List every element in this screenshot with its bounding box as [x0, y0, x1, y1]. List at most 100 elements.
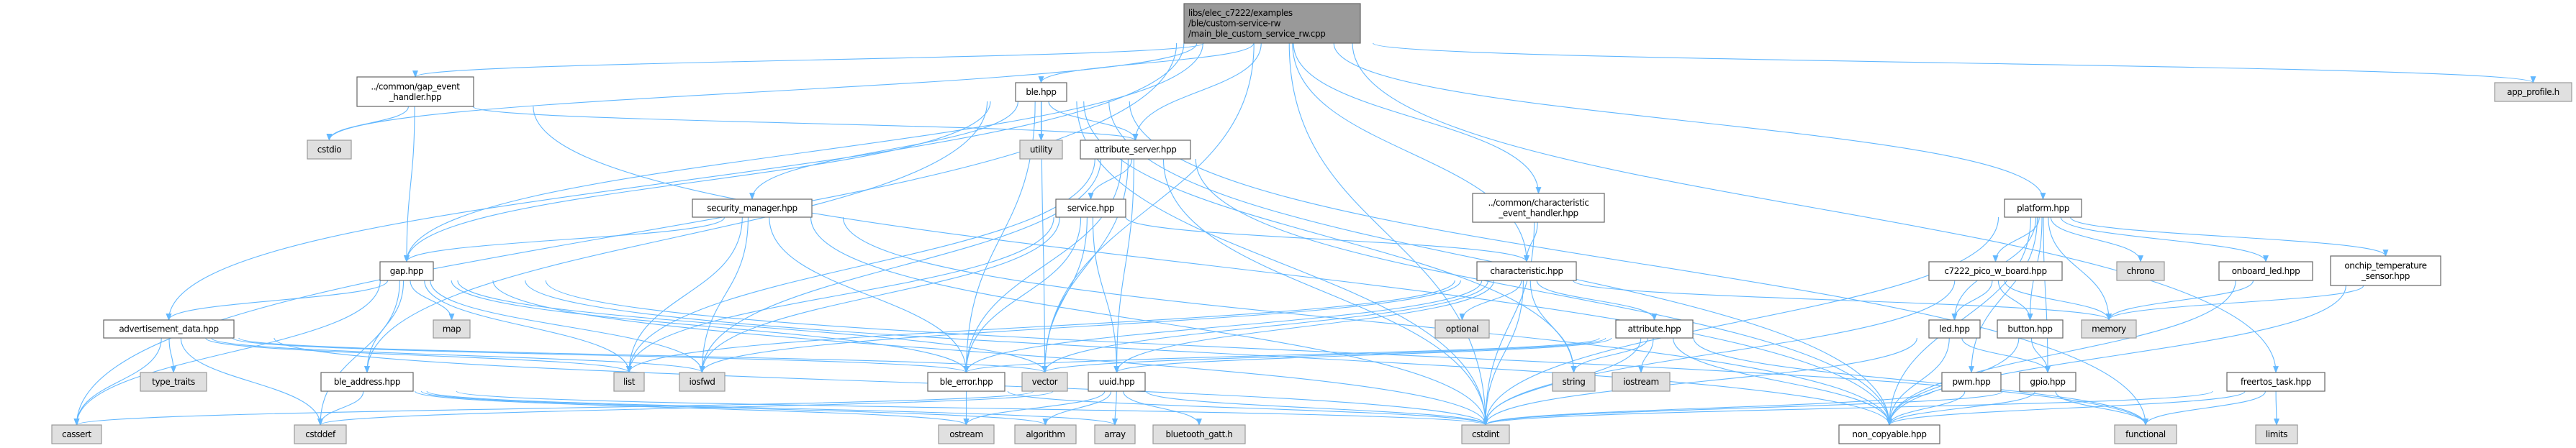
edge-gap_event_handler-to-gap	[404, 106, 415, 262]
node-main[interactable]: libs/elec_c7222/examples/ble/custom-serv…	[1183, 3, 1361, 44]
node-advertisement_data[interactable]: advertisement_data.hpp	[103, 319, 235, 339]
node-ble[interactable]: ble.hpp	[1015, 82, 1067, 102]
node-type_traits: type_traits	[140, 372, 207, 392]
edge-security_manager-to-cstdint	[810, 216, 1488, 426]
node-label: ../common/characteristic	[1488, 198, 1588, 208]
node-label: /ble/custom-service-rw	[1188, 19, 1281, 29]
edge-characteristic-to-vector	[1041, 280, 1488, 373]
node-label: platform.hpp	[2017, 204, 2069, 214]
node-label: security_manager.hpp	[707, 204, 797, 214]
edge-ble-to-functional	[1129, 101, 2148, 426]
node-box	[1055, 198, 1126, 218]
node-gap_event_handler[interactable]: ../common/gap_event_handler.hpp	[356, 76, 474, 107]
node-box	[2255, 424, 2298, 444]
edge-advertisement_data-to-vector	[238, 337, 1048, 373]
edge-main-to-cstdio	[326, 42, 1198, 141]
edge-service-to-vector	[1041, 216, 1088, 373]
node-label: vector	[1032, 377, 1058, 387]
edge-attribute_server-to-ble_error	[963, 158, 1123, 373]
edge-c7222_pico-to-button	[1997, 280, 2033, 321]
edge-freertos_task-to-cstdint	[1483, 390, 2213, 426]
edge-main-to-attribute_server	[1132, 42, 1262, 141]
node-label: freertos_task.hpp	[2241, 377, 2311, 387]
edge-security_manager-to-iosfwd	[699, 216, 749, 373]
node-iostream: iostream	[1612, 372, 1671, 392]
edge-security_manager-to-ble_error	[769, 216, 970, 373]
node-onboard_led[interactable]: onboard_led.hpp	[2218, 261, 2313, 281]
node-label: onboard_led.hpp	[2232, 266, 2300, 276]
edge-attribute-to-iostream	[1638, 337, 1654, 373]
edge-led-to-gpio	[1961, 337, 2051, 373]
node-label: non_copyable.hpp	[1852, 429, 1926, 439]
node-ostream: ostream	[938, 424, 995, 444]
edge-main-to-freertos_task	[1352, 42, 2279, 373]
node-non_copyable[interactable]: non_copyable.hpp	[1838, 424, 1940, 444]
edge-onboard_led-to-memory	[2106, 280, 2254, 321]
node-c7222_pico[interactable]: c7222_pico_w_board.hpp	[1928, 261, 2063, 281]
node-button[interactable]: button.hpp	[1997, 319, 2064, 339]
node-label: libs/elec_c7222/examples	[1188, 8, 1293, 18]
edge-uuid-to-array	[1112, 390, 1118, 426]
edge-gap_event_handler-to-attribute_server	[472, 106, 1139, 141]
node-label: functional	[2125, 429, 2166, 439]
edge-main-to-gap_event_handler	[412, 42, 1204, 78]
node-box	[1612, 372, 1671, 392]
edge-advertisement_data-to-ble_error	[232, 337, 970, 373]
edge-gap-to-non_copyable	[525, 280, 1892, 426]
node-cstdint: cstdint	[1461, 424, 1510, 444]
edge-characteristic-to-attribute	[1536, 280, 1658, 321]
node-box	[140, 372, 207, 392]
edge-c7222_pico-to-led	[1951, 280, 1993, 321]
edge-security_manager-to-non_copyable	[842, 216, 1892, 426]
node-bluetooth_gatt: bluetooth_gatt.h	[1152, 424, 1246, 444]
node-label: pwm.hpp	[1953, 377, 1991, 387]
node-characteristic[interactable]: characteristic.hpp	[1476, 261, 1577, 281]
edge-onchip_temp-to-memory	[2106, 285, 2364, 321]
edge-platform-to-memory	[2048, 216, 2112, 321]
node-platform[interactable]: platform.hpp	[2004, 198, 2082, 218]
node-label: button.hpp	[2007, 324, 2052, 334]
node-ble_address[interactable]: ble_address.hpp	[320, 372, 414, 392]
node-label: iosfwd	[690, 377, 715, 387]
edge-service-to-iosfwd	[699, 216, 1060, 373]
node-box	[294, 424, 347, 444]
node-attribute[interactable]: attribute.hpp	[1615, 319, 1694, 339]
edge-pwm-to-cstdint	[1483, 390, 1933, 426]
edge-advertisement_data-to-cassert	[73, 337, 162, 426]
node-box	[927, 372, 1005, 392]
node-label: onchip_temperature	[2344, 260, 2426, 270]
node-box	[2330, 255, 2441, 286]
node-app_profile: app_profile.h	[2494, 82, 2572, 102]
node-uuid[interactable]: uuid.hpp	[1088, 372, 1146, 392]
node-label: cstdio	[317, 145, 342, 155]
node-freertos_task[interactable]: freertos_task.hpp	[2226, 372, 2326, 392]
edge-attribute-to-string	[1571, 337, 1649, 373]
edge-pwm-to-non_copyable	[1886, 390, 1966, 426]
edge-gap-to-cstdint	[492, 280, 1488, 426]
node-security_manager[interactable]: security_manager.hpp	[692, 198, 813, 218]
node-box	[2494, 82, 2572, 102]
node-service[interactable]: service.hpp	[1055, 198, 1126, 218]
node-box	[51, 424, 102, 444]
edge-gap-to-map	[410, 280, 455, 321]
node-gap[interactable]: gap.hpp	[379, 261, 434, 281]
node-char_event_handler[interactable]: ../common/characteristic_event_handler.h…	[1472, 193, 1605, 223]
edge-gap-to-list	[424, 280, 632, 373]
edge-platform-to-onboard_led	[2060, 216, 2269, 262]
node-label: cassert	[62, 429, 91, 439]
node-onchip_temp[interactable]: onchip_temperature_sensor.hpp	[2330, 255, 2441, 286]
node-attribute_server[interactable]: attribute_server.hpp	[1080, 140, 1191, 160]
edge-uuid-to-cstdint	[1145, 390, 1488, 426]
node-label: attribute_server.hpp	[1095, 145, 1177, 155]
edge-platform-to-chrono	[2050, 216, 2143, 262]
node-led[interactable]: led.hpp	[1928, 319, 1981, 339]
edge-attribute-to-uuid	[1113, 337, 1612, 373]
node-box	[1014, 424, 1077, 444]
node-pwm[interactable]: pwm.hpp	[1941, 372, 2002, 392]
node-gpio[interactable]: gpio.hpp	[2019, 372, 2076, 392]
edge-ble_address-to-array	[426, 390, 1118, 426]
edge-main-to-platform	[1333, 42, 2046, 200]
node-label: limits	[2266, 429, 2287, 439]
node-ble_error[interactable]: ble_error.hpp	[927, 372, 1005, 392]
node-box	[1928, 319, 1981, 339]
